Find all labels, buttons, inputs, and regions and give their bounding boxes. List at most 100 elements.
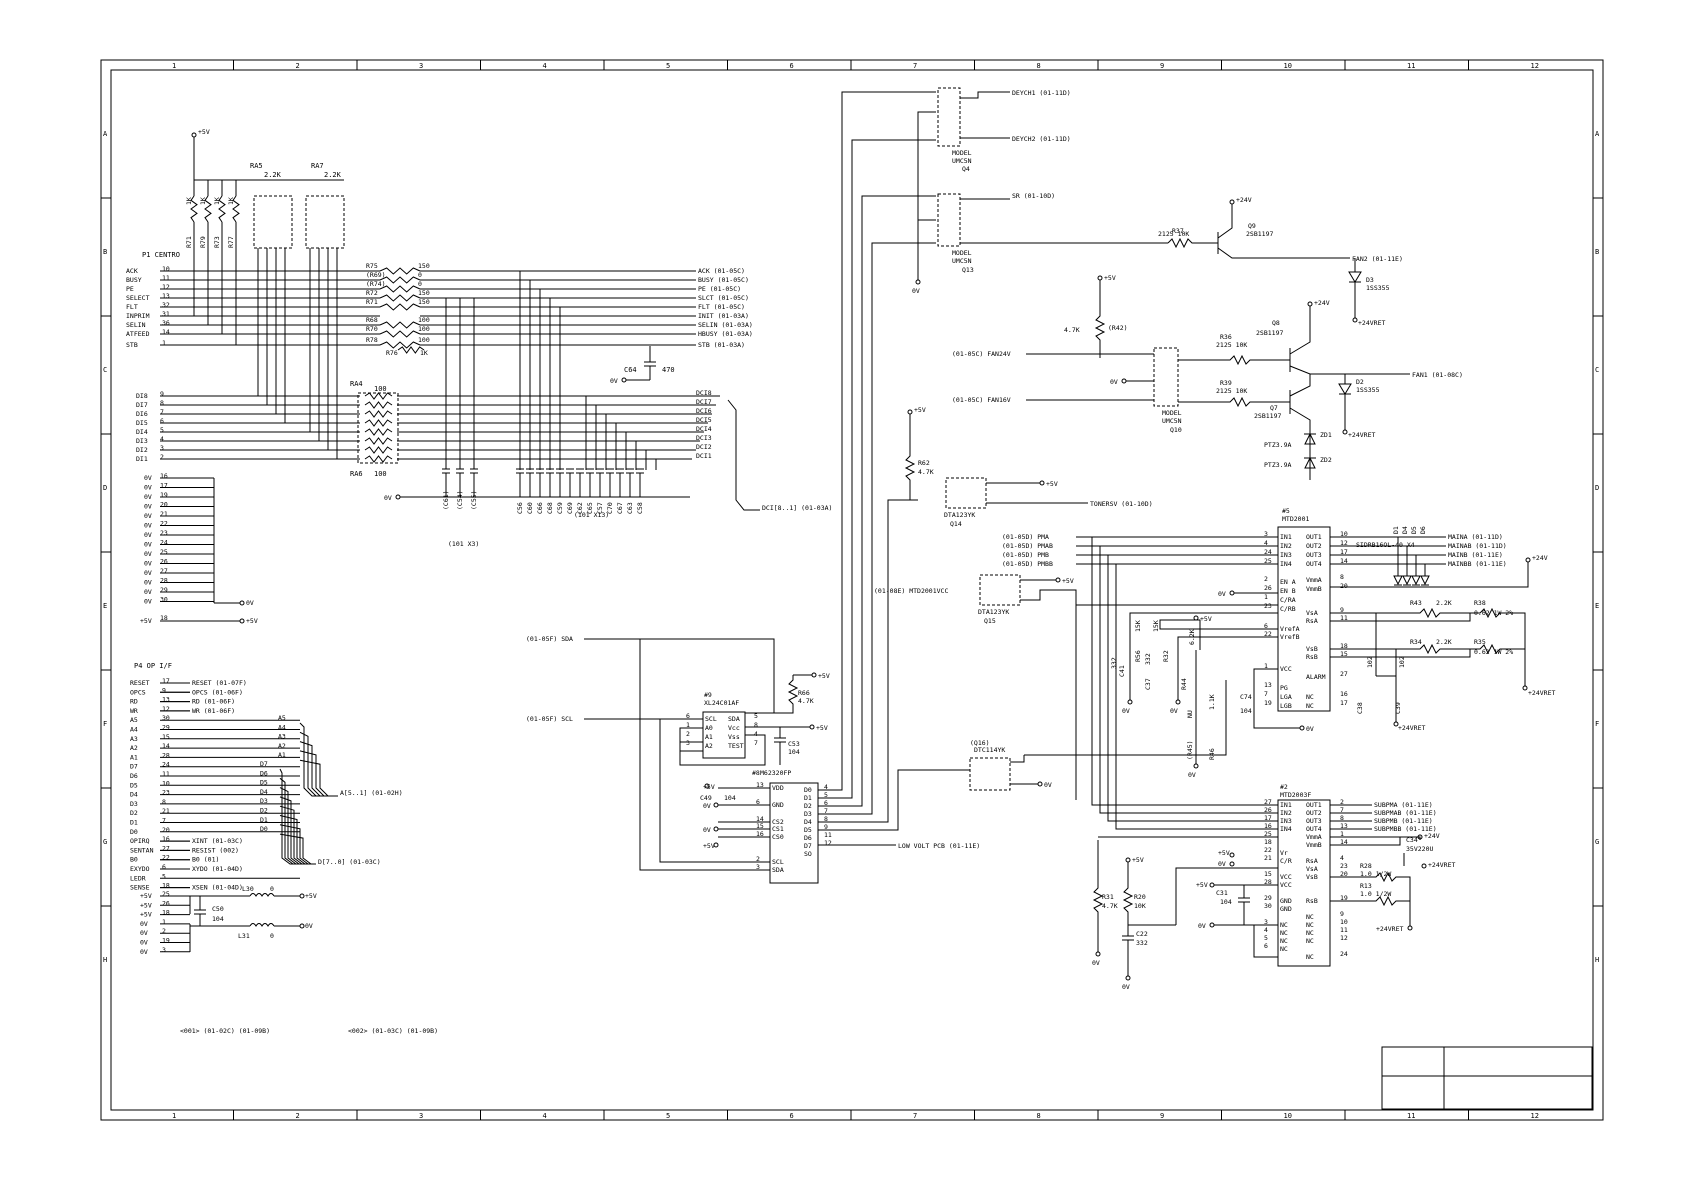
grid-column-label: 2 [296, 1112, 300, 1120]
u5-out-signal: MAINBB (01-11E) [1448, 560, 1507, 568]
u2-pin-num: 30 [1264, 902, 1272, 910]
u2-pin-name: VsA [1306, 865, 1318, 873]
u2-pin-num: 6 [1264, 942, 1268, 950]
p4-pwr-name: +5V [140, 911, 152, 919]
r35-name: R35 [1474, 638, 1486, 646]
plus5-label: +5V [1200, 615, 1212, 623]
r43-name: R43 [1410, 599, 1422, 607]
p4-pin-num: 15 [162, 733, 170, 741]
series-res-name: R78 [366, 336, 378, 344]
u2-pin-name: IN2 [1280, 809, 1292, 817]
u2-pin-num: 19 [1340, 894, 1348, 902]
u8-pin-num: 11 [824, 831, 832, 839]
p1-gnd-pin: 20 [160, 501, 168, 509]
u5-sense: R43 2.2K R38 0.62 1W 2% R34 2.2K R35 0.6… [1330, 599, 1555, 732]
u9-pin-num: 1 [686, 721, 690, 729]
ra6: RA6 100 [350, 470, 387, 478]
p4-pin-name: EXYDO [130, 865, 150, 873]
cap-right: C66 [536, 502, 544, 514]
addr-label: A2 [278, 742, 286, 750]
plus5-label: +5V [816, 724, 828, 732]
v0-label: 0V [1122, 983, 1130, 991]
c49-name: C49 [700, 794, 712, 802]
v24ret-label: +24VRET [1376, 925, 1403, 933]
plus5-label: +5V [703, 783, 715, 791]
data-label: D2 [260, 807, 268, 815]
cap-right: C70 [606, 502, 614, 514]
p1-gnd-label: 0V [144, 531, 152, 539]
u2-pin-name: OUT3 [1306, 817, 1322, 825]
u5-pin-num: 13 [1264, 681, 1272, 689]
u2-pin-name: C/R [1280, 857, 1292, 865]
p1-pin-name: ACK [126, 267, 138, 275]
p1-gnd-pin: 22 [160, 520, 168, 528]
u5-out-signal: MAINAB (01-11D) [1448, 542, 1507, 550]
p4-pin-out: RD (01-06F) [192, 698, 235, 706]
u9-pin-num: 8 [754, 721, 758, 729]
u2-pin-num: 4 [1340, 854, 1344, 862]
r42-name: (R42) [1108, 324, 1128, 332]
p1-gnd-label: 0V [144, 598, 152, 606]
u5-pin-name: OUT1 [1306, 533, 1322, 541]
r42-value: 4.7K [1064, 326, 1080, 334]
p4-pin-name: OPIRQ [130, 837, 150, 845]
p4-title: P4 OP I/F [134, 662, 172, 670]
r35-value: 0.62 1W 2% [1474, 648, 1513, 656]
p1-gnd-label: 0V [144, 512, 152, 520]
u8-pin-num: 3 [756, 863, 760, 871]
mtd-vcc-label: (01-08E) MTD2001VCC [874, 587, 948, 595]
addr-label: A5 [278, 714, 286, 722]
grid-column-label: 4 [543, 62, 547, 70]
u2-pin-name: OUT2 [1306, 809, 1322, 817]
p4-pin-out: RESIST (002) [192, 846, 239, 854]
v0-label: 0V [1092, 959, 1100, 967]
u2-pin-name: Vr [1280, 849, 1288, 857]
p1-gnd-label: 0V [144, 550, 152, 558]
grid-row-label: F [103, 720, 107, 728]
u9-pin-num: 4 [754, 730, 758, 738]
q16-part: DTC114YK [974, 746, 1005, 754]
u5-timing: 332 C41 15K R56 15K R32 332 C37 0V 0V 6.… [1110, 590, 1314, 779]
q8-part: 2SB1197 [1256, 329, 1283, 337]
u8-pin-name: SO [804, 850, 812, 858]
u8-pin-num: 16 [756, 830, 764, 838]
grid-column-label: 2 [296, 62, 300, 70]
p1-output-label: BUSY (01-05C) [698, 276, 749, 284]
u2-pin-num: 20 [1340, 870, 1348, 878]
zd2-name: ZD2 [1320, 456, 1332, 464]
q4-out1: DEYCH1 (01-11D) [1012, 89, 1071, 97]
u9-pin-name: SCL [705, 715, 717, 723]
p4-pin-name: A5 [130, 716, 138, 724]
u2-pin-name: NC [1306, 921, 1314, 929]
v0-label: 0V [246, 599, 254, 607]
r36-value: 2125 10K [1216, 341, 1247, 349]
p4-pin-num: 27 [162, 844, 170, 852]
series-res-name: R71 [366, 298, 378, 306]
u8-pin-name: D1 [804, 794, 812, 802]
plus5-label: +5V [305, 892, 317, 900]
p4-pin-name: D3 [130, 800, 138, 808]
v0-label: 0V [1218, 860, 1226, 868]
u5-pin-name: EN A [1280, 578, 1296, 586]
p4-pin-name: LEDR [130, 874, 146, 882]
p4-pwr-name: 0V [140, 948, 148, 956]
p1-data-out: DCI5 [696, 416, 712, 424]
u2-pin-num: 16 [1264, 822, 1272, 830]
p4-pin-name: A1 [130, 753, 138, 761]
u9-pin-num: 2 [686, 730, 690, 738]
ra6-value: 100 [374, 470, 387, 478]
p1-gnd-label: 0V [144, 484, 152, 492]
p4-pin-name: SENSE [130, 884, 150, 892]
pullup-value: 1K [199, 197, 207, 205]
u9-part: XL24C01AF [704, 699, 739, 707]
grid-column-label: 9 [1160, 1112, 1164, 1120]
q15-name: Q15 [984, 617, 996, 625]
grid-row-label: B [1595, 248, 1599, 256]
plus5-label: +5V [703, 842, 715, 850]
u5-pin-name: IN4 [1280, 560, 1292, 568]
u8-pin-name: GND [772, 801, 784, 809]
p4-pin-num: 13 [162, 696, 170, 704]
u9-pin-name: A1 [705, 733, 713, 741]
p1-data-out: DCI2 [696, 443, 712, 451]
p1-gnd-label: 0V [144, 503, 152, 511]
